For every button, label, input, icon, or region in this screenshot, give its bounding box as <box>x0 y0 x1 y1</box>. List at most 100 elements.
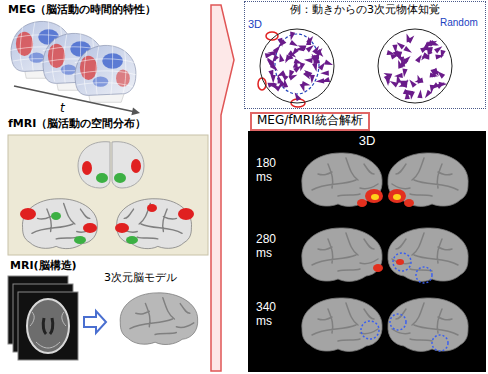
meg-heads <box>14 86 133 112</box>
dot-triangles <box>265 51 274 58</box>
result-art <box>396 259 404 265</box>
dot-triangles <box>283 55 291 65</box>
dot-triangles <box>385 77 390 86</box>
circle-outline <box>260 29 334 103</box>
dot-triangles <box>407 78 416 88</box>
dot-triangles <box>423 90 432 100</box>
result-art <box>302 228 382 281</box>
dot-triangles <box>306 37 311 46</box>
fmri-panel-art <box>112 142 144 188</box>
time-label: 180 ms <box>256 157 284 185</box>
time-label: 340 ms <box>256 301 284 329</box>
dot-triangles <box>287 70 295 80</box>
result-art <box>404 199 414 207</box>
dot-triangles <box>429 38 439 46</box>
dot-triangles <box>306 43 316 52</box>
dot-triangles <box>318 61 327 71</box>
result-art <box>388 298 468 351</box>
dot-triangles <box>415 74 423 84</box>
fmri-panel-art <box>178 208 194 220</box>
condition-label: 3D <box>248 134 486 149</box>
fmri-panel-art <box>131 159 141 173</box>
dot-triangles <box>293 64 303 73</box>
dot-triangles <box>403 46 413 55</box>
fmri-panel-art <box>126 236 138 244</box>
dot-triangles <box>271 75 276 84</box>
fmri-panel-art <box>117 199 192 249</box>
time-label: 280 ms <box>256 233 284 261</box>
fmri-panel-art <box>96 173 108 183</box>
result-art <box>393 194 401 200</box>
dot-triangles <box>279 71 289 81</box>
mri-slices <box>27 299 69 353</box>
stimulus-label: 3D <box>248 18 262 31</box>
result-art <box>248 131 486 372</box>
result-art <box>388 228 468 281</box>
result-art <box>357 199 367 207</box>
fmri-panel-art <box>20 208 36 220</box>
analysis-box: MEG/fMRI統合解析 <box>250 112 370 131</box>
dot-triangles <box>439 50 446 60</box>
dot-triangles <box>388 79 398 88</box>
fmri-panel-art <box>74 236 86 244</box>
stimulus-art <box>275 34 319 94</box>
dot-triangles <box>293 59 299 68</box>
circle-outline <box>378 29 452 103</box>
dot-triangles <box>429 85 435 94</box>
dot-triangles <box>392 44 398 53</box>
result-art <box>365 189 383 203</box>
dot-triangles <box>421 54 430 59</box>
mri-slices <box>84 311 106 333</box>
result-art <box>361 321 379 339</box>
dot-triangles <box>312 44 321 54</box>
result-art <box>248 131 486 372</box>
dot-triangles <box>289 40 299 49</box>
dot-triangles <box>306 34 315 44</box>
result-art <box>371 194 379 200</box>
fmri-panel-art <box>82 161 92 175</box>
dot-triangles <box>401 69 407 78</box>
result-art <box>302 153 382 206</box>
stimulus-circle: Random <box>377 28 453 104</box>
circle-outline <box>377 28 453 104</box>
result-art <box>388 153 468 206</box>
example-title: 例：動きからの3次元物体知覚 <box>245 4 485 17</box>
result-art <box>302 298 382 351</box>
dot-triangles <box>398 82 408 89</box>
panel-heading: fMRI（脳活動の空間分布） <box>8 118 146 131</box>
result-art <box>373 264 383 272</box>
dot-triangles <box>268 81 278 88</box>
dot-triangles <box>309 75 315 84</box>
dot-triangles <box>277 38 285 48</box>
dot-triangles <box>415 53 424 63</box>
example-box: 例：動きからの3次元物体知覚3D Random <box>244 1 486 109</box>
modality-label: MRI(脳構造) <box>10 260 77 273</box>
mri-slices <box>8 276 198 360</box>
fmri-panel-art <box>8 135 208 255</box>
dot-triangles <box>403 87 413 95</box>
result-art <box>393 253 411 271</box>
result-art <box>388 189 406 203</box>
dot-triangles <box>268 70 275 80</box>
dot-triangles <box>276 81 286 91</box>
dot-triangles <box>315 78 324 84</box>
fmri-panel-art <box>115 223 129 233</box>
mri-slices <box>120 293 198 345</box>
fmri-panel-art <box>22 199 97 249</box>
dot-triangles <box>302 81 311 88</box>
dot-triangles <box>417 89 423 98</box>
dot-triangles <box>396 59 404 69</box>
analysis-title: MEG/fMRI統合解析 <box>257 114 363 128</box>
axis-label: t <box>60 102 65 116</box>
dot-triangles <box>265 32 448 102</box>
model-label: 3次元脳モデル <box>104 272 177 285</box>
meg-heads <box>73 45 136 102</box>
dot-triangles <box>292 91 301 101</box>
meg-heads <box>131 107 140 115</box>
stimulus-art <box>258 32 447 107</box>
modality-label: MEG（脳活動の時間的特性） <box>8 4 157 17</box>
fmri-panel-art <box>83 223 97 233</box>
result-art <box>390 314 406 330</box>
dot-triangles <box>423 45 432 52</box>
